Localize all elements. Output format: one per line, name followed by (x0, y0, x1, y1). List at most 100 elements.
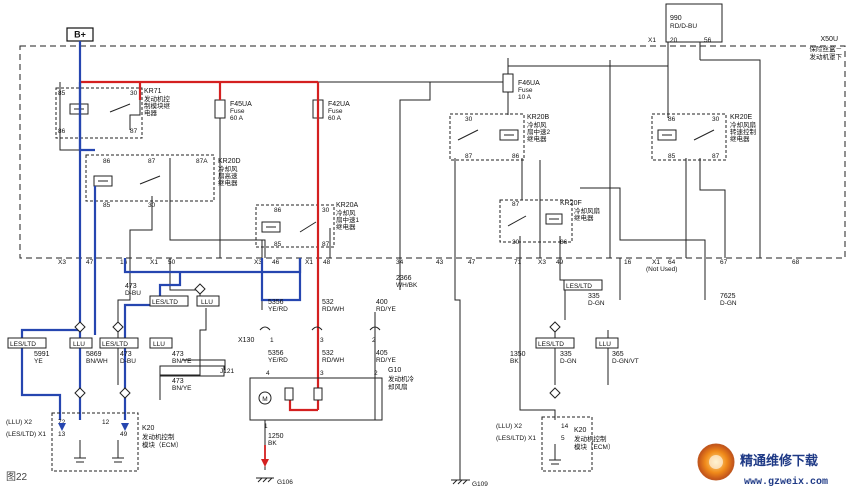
connector-pin: 71 (514, 259, 522, 266)
connector-label: X3 (58, 259, 66, 266)
relay-name: 扇高速 (218, 171, 238, 180)
connector-pin: 47 (86, 259, 94, 266)
pin-label: 86 (512, 153, 520, 160)
option-llu: LLU (73, 341, 85, 348)
pin-label: 30 (148, 202, 156, 209)
battery-label: B+ (74, 30, 86, 40)
motor-G10: M 4 3 2 1 G10 发动机冷 却风扇 (249, 367, 415, 430)
pin-label: 87 (322, 241, 330, 248)
fuse-block-id: X50U (820, 36, 838, 43)
connector-pin: 47 (468, 259, 476, 266)
blue-signal-path (20, 41, 302, 420)
relay-name: 冷却风 (527, 120, 547, 129)
fuse-rating: 60 A (230, 115, 244, 122)
wire-number: 5356 (268, 299, 284, 306)
motor-name: 却风扇 (388, 382, 408, 391)
wire-number: 1250 (268, 433, 284, 440)
wire-color: RD/WH (322, 306, 344, 313)
fuse-id: F42UA (328, 101, 350, 108)
relay-name: 转速控制 (730, 127, 757, 136)
ecm-name: 模块（ECM） (142, 440, 182, 449)
connector-pin: 64 (668, 259, 676, 266)
wire-number: 5356 (268, 350, 284, 357)
wire-number: 473 (172, 351, 184, 358)
pin-label: 4 (266, 370, 270, 377)
j121-label: J121 (220, 368, 234, 375)
pin-label: 14 (561, 423, 569, 430)
option-boxes: LES/LTD LLU LES/LTD LES/LTD LLU LES/LTD … (7, 279, 619, 349)
wire-color: RD/YE (376, 357, 397, 364)
pin-label: 3 (320, 337, 324, 344)
wire-color: YE (34, 358, 43, 365)
fuse-type: Fuse (518, 87, 533, 94)
fuse-id: F46UA (518, 80, 540, 87)
fuse-type: Fuse (328, 108, 343, 115)
ground-arrow-head (261, 459, 269, 467)
relay-name: 扇中速1 (336, 215, 360, 224)
relay-name: 冷却风扇 (730, 120, 756, 129)
wire-color: D-GN/VT (612, 358, 639, 365)
connector-pin: 46 (272, 259, 280, 266)
wire-number: 405 (376, 350, 388, 357)
relay-KR20B: 30 87 86 KR20B 冷却风 扇中速2 继电器 (449, 113, 551, 161)
connector-id: X130 (238, 337, 254, 344)
wire-color: RD/WH (322, 357, 344, 364)
fuse-F45UA: F45UA Fuse 60 A (214, 99, 252, 122)
connector-label: X1 (305, 259, 313, 266)
relay-KR20D: 86 87 87A 85 30 KR20D 冷却风 扇高速 继电器 (85, 154, 241, 209)
relay-id: KR20D (218, 158, 241, 165)
connector-pin: 43 (436, 259, 444, 266)
wire-color: BN/YE (172, 385, 192, 392)
wire-labels: 473 D-BU 2366 WH/BK 335 D-GN 7625 D-GN 5… (34, 275, 737, 447)
wire-number: 1350 (510, 351, 526, 358)
connector-pin: 16 (120, 259, 128, 266)
ecm-name: 发动机控制 (142, 432, 175, 441)
watermark: 精通维修下载 www.gzweix.com (697, 443, 828, 488)
wire-color: D-BU (125, 290, 141, 297)
relay-name: 制模块继 (144, 101, 171, 110)
watermark-url: www.gzweix.com (744, 476, 828, 488)
wire-color: WH/BK (396, 282, 418, 289)
wire-number: 5991 (34, 351, 50, 358)
pin-label: 13 (58, 431, 66, 438)
ecm-id: K20 (574, 427, 587, 434)
connector-pin: 50 (168, 259, 176, 266)
pin-label: 86 (274, 207, 282, 214)
splice-points (74, 283, 561, 399)
pin-label: 2 (372, 337, 376, 344)
relay-name: 发动机控 (144, 94, 171, 103)
pin-label: 87 (712, 153, 720, 160)
top-wire-box (665, 3, 723, 43)
pin-label: 85 (103, 202, 111, 209)
ecm-left: (LLU) X2 (LES/LTD) X1 72 12 13 49 K20 发动… (6, 412, 182, 472)
fuse-rating: 60 A (328, 115, 342, 122)
connector-label: X1 (652, 259, 660, 266)
fuse-block-name-2: 发动机罩下 (810, 52, 843, 61)
wire-number: 400 (376, 299, 388, 306)
internal-wiring (59, 42, 761, 258)
connector-label: X3 (254, 259, 262, 266)
ecm-id: K20 (142, 425, 155, 432)
relay-id: KR20F (560, 200, 582, 207)
fuse-type: Fuse (230, 108, 245, 115)
pin-label: 1 (270, 337, 274, 344)
ground-symbols (256, 477, 469, 485)
ecm-name: 发动机控制 (574, 434, 607, 443)
pin-label: 87 (465, 153, 473, 160)
pin-label: 86 (58, 128, 66, 135)
relay-KR71: 85 30 86 87 KR71 发动机控 制模块继 电器 (55, 87, 171, 139)
option-llu: LLU (201, 299, 213, 306)
wire-color: BN/YE (172, 358, 192, 365)
option-les-ltd: LES/LTD (10, 341, 36, 348)
ecm-name: 模块（ECM） (574, 442, 614, 451)
relay-name: 冷却风扇 (574, 206, 600, 215)
wire-number: 473 (120, 351, 132, 358)
relay-name: 继电器 (574, 213, 594, 222)
pin-label: 1 (264, 423, 268, 430)
motor-id: G10 (388, 367, 401, 374)
option-les-ltd: LES/LTD (102, 341, 128, 348)
option-les-ltd: LES/LTD (152, 299, 178, 306)
wire-number: 532 (322, 299, 334, 306)
pin-label: 3 (320, 370, 324, 377)
